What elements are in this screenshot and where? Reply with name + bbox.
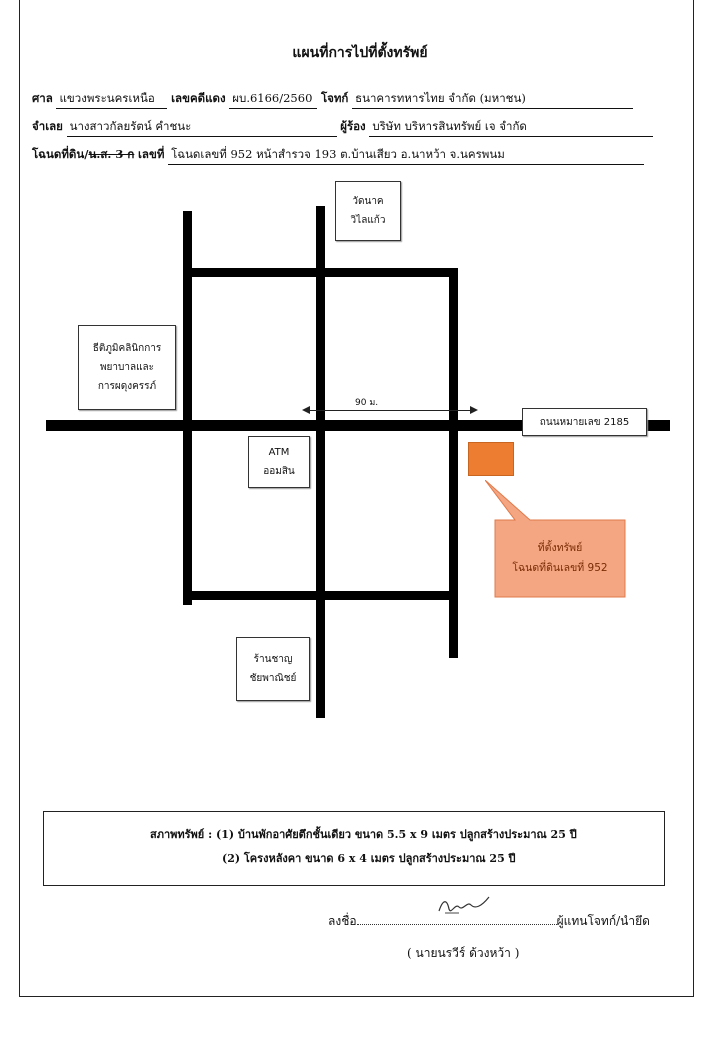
condition-item-1: (1) บ้านพักอาศัยตึกชั้นเดียว ขนาด 5.5 x … [215, 828, 577, 841]
plaintiff-value: ธนาคารทหารไทย จำกัด (มหาชน) [352, 90, 634, 109]
sign-label: ลงชื่อ [328, 914, 357, 928]
deed-no-label: เลขที่ [137, 147, 165, 161]
clinic-line-3: การผดุงครรภ์ [97, 381, 157, 392]
deed-value: โฉนดเลขที่ 952 หน้าสำรวจ 193 ต.บ้านเสียว… [168, 146, 645, 165]
signer-role: ผู้แทนโจทก์/นำยึด [556, 914, 650, 928]
distance-label: 90 ม. [355, 398, 379, 408]
road-center [316, 206, 325, 718]
condition-box: สภาพทรัพย์ : (1) บ้านพักอาศัยตึกชั้นเดีย… [43, 811, 665, 886]
clinic-line-1: ธีติภูมิคลินิกการ [92, 343, 162, 354]
signature-dots [356, 912, 557, 925]
deed-struck: น.ส. 3 ก [88, 147, 135, 161]
case-row-2: จำเลย นางสาวกัลยรัตน์ คำชนะ ผู้ร้อง บริษ… [32, 118, 654, 137]
landmark-temple: วัดนาค วิไลแก้ว [335, 181, 401, 241]
condition-label: สภาพทรัพย์ : [150, 828, 213, 841]
atm-line-1: ATM [268, 447, 290, 458]
road-left [183, 211, 192, 605]
claimant-value: บริษัท บริหารสินทรัพย์ เจ จำกัด [369, 118, 654, 137]
property-label-line-1: ที่ตั้งทรัพย์ [537, 541, 583, 554]
arrow-left-icon [302, 406, 310, 414]
property-callout [485, 480, 626, 598]
arrow-right-icon [470, 406, 478, 414]
road-bottom [183, 591, 458, 600]
atm-line-2: ออมสิน [263, 466, 295, 477]
condition-item-2: (2) โครงหลังคา ขนาด 6 x 4 เมตร ปลูกสร้าง… [222, 852, 516, 865]
property-label-line-2: โฉนดที่ดินเลขที่ 952 [512, 561, 608, 574]
page-title: แผนที่การไปที่ตั้งทรัพย์ [292, 45, 428, 61]
redno-label: เลขคดีแดง [171, 91, 226, 105]
case-row-3: โฉนดที่ดิน/น.ส. 3 ก เลขที่ โฉนดเลขที่ 95… [32, 146, 645, 165]
condition-line-1: สภาพทรัพย์ : (1) บ้านพักอาศัยตึกชั้นเดีย… [150, 825, 577, 843]
property-label: ที่ตั้งทรัพย์ โฉนดที่ดินเลขที่ 952 [495, 520, 625, 597]
plaintiff-label: โจทก์ [320, 91, 349, 105]
court-label: ศาล [32, 91, 53, 105]
shop-line-1: ร้านชาญ [253, 654, 293, 665]
main-road [46, 420, 670, 431]
landmark-clinic: ธีติภูมิคลินิกการ พยาบาลและ การผดุงครรภ์ [78, 325, 176, 410]
shop-line-2: ชัยพาณิชย์ [249, 673, 297, 684]
page-frame [19, 0, 694, 997]
road-name-text: ถนนหมายเลข 2185 [539, 416, 630, 428]
landmark-shop: ร้านชาญ ชัยพาณิชย์ [236, 637, 310, 701]
temple-line-1: วัดนาค [352, 196, 384, 207]
clinic-line-2: พยาบาลและ [99, 362, 155, 373]
court-value: แขวงพระนครเหนือ [56, 90, 168, 109]
handwritten-signature [438, 896, 490, 914]
road-top [183, 268, 458, 277]
road-right [449, 268, 458, 658]
distance-arrow [305, 410, 475, 411]
signer-name: ( นายนรวีร์ ด้วงหว้า ) [407, 946, 520, 960]
claimant-label: ผู้ร้อง [340, 119, 366, 133]
property-plot [468, 442, 514, 476]
defendant-value: นางสาวกัลยรัตน์ คำชนะ [66, 118, 337, 137]
temple-line-2: วิไลแก้ว [350, 215, 386, 226]
case-row-1: ศาล แขวงพระนครเหนือ เลขคดีแดง ผบ.6166/25… [32, 90, 634, 109]
defendant-label: จำเลย [32, 119, 63, 133]
redno-value: ผบ.6166/2560 [229, 90, 318, 109]
deed-label: โฉนดที่ดิน/ [32, 147, 89, 161]
signature-line: ลงชื่อ ผู้แทนโจทก์/นำยึด [328, 912, 650, 931]
landmark-atm: ATM ออมสิน [248, 436, 310, 488]
road-name-label: ถนนหมายเลข 2185 [522, 408, 647, 436]
